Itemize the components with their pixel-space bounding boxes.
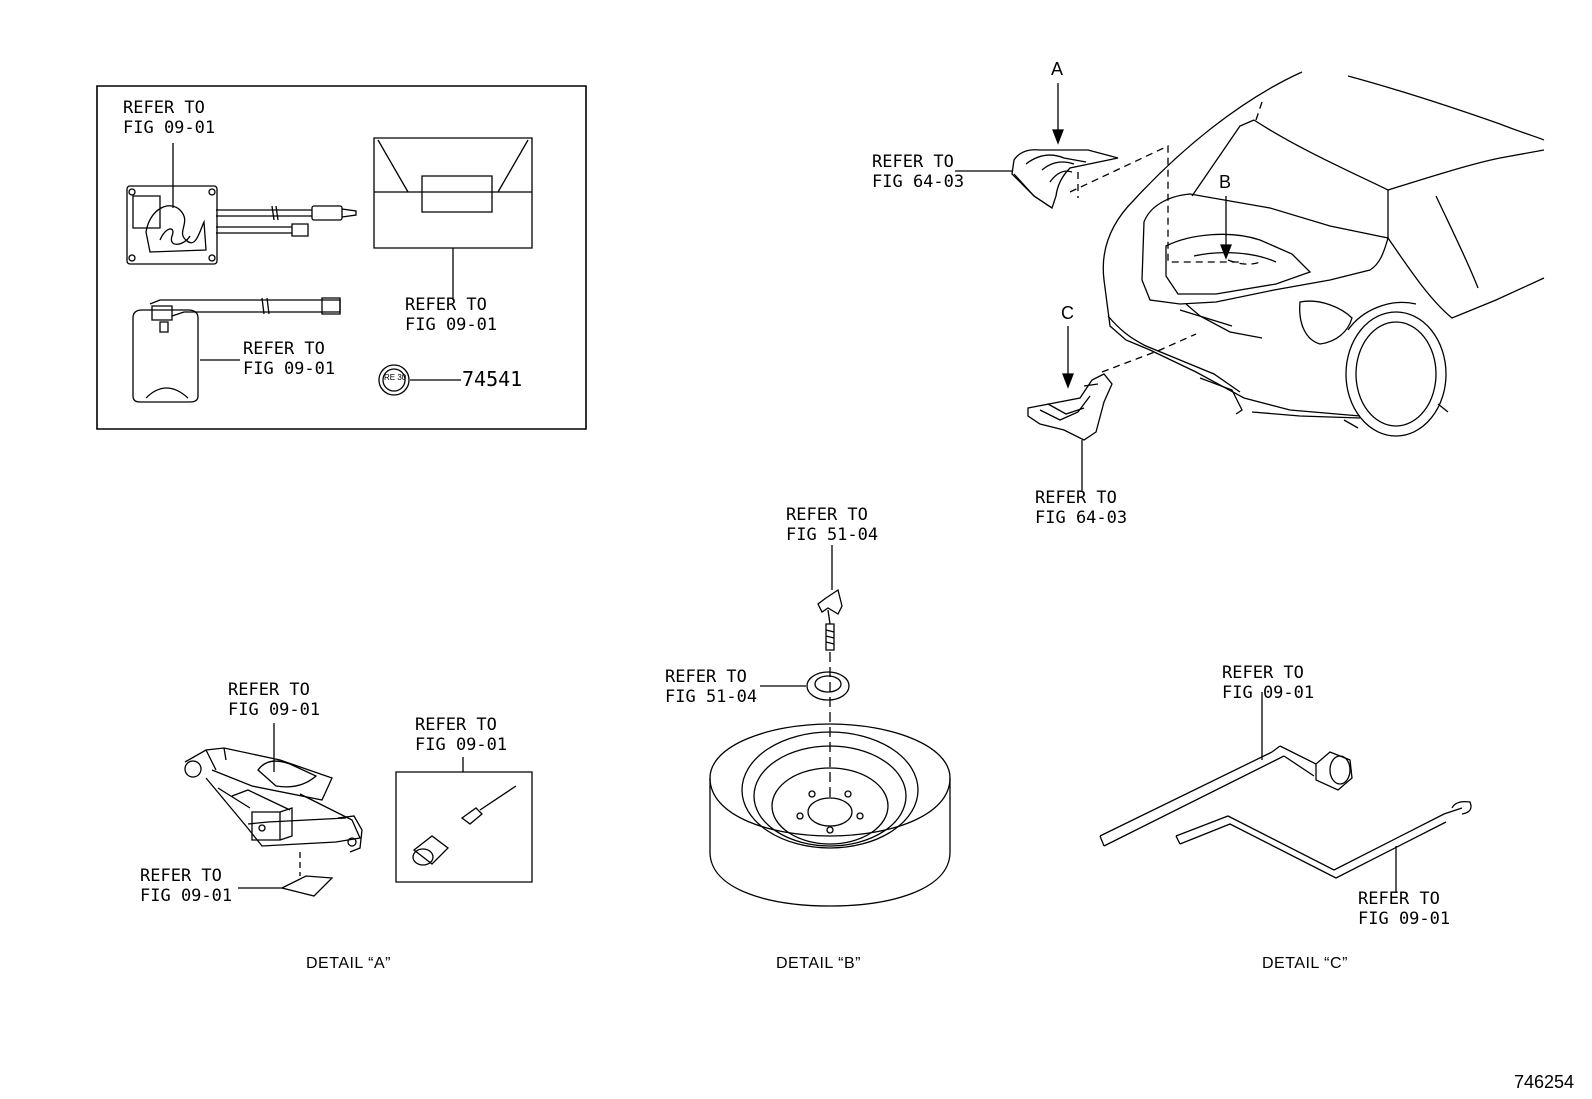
- sticker-part: [379, 365, 409, 395]
- scissor-jack: [185, 748, 362, 852]
- caption-detail-b: DETAIL “B”: [776, 955, 862, 972]
- arrow-head-b: [1221, 245, 1231, 258]
- tool-tray-c: [1028, 374, 1112, 440]
- part-number-label: 74541: [462, 367, 523, 391]
- caption-detail-c: DETAIL “C”: [1262, 955, 1348, 972]
- compressor-unit: [127, 186, 356, 264]
- arrow-head-a: [1053, 130, 1063, 143]
- figure-number: 746254: [1514, 1072, 1575, 1092]
- repair-kit-panel: [97, 86, 586, 429]
- clamp-washer: [807, 672, 849, 700]
- tool-bag: [396, 772, 532, 882]
- repair-kit-frame: [97, 86, 586, 429]
- spare-tire: [710, 724, 950, 906]
- arrow-head-c: [1063, 374, 1073, 387]
- callout-b: B: [1219, 172, 1232, 192]
- caption-detail-a: DETAIL “A”: [306, 955, 392, 972]
- callout-a: A: [1051, 59, 1064, 79]
- jack-pad: [282, 876, 332, 896]
- dashed-guide-lines: [1070, 102, 1262, 372]
- sticker-text: RE 30: [384, 373, 407, 382]
- sealant-bottle: [133, 298, 340, 402]
- kit-case: [374, 138, 532, 248]
- callout-c: C: [1061, 303, 1074, 323]
- lug-wrench: [1100, 746, 1352, 846]
- vehicle-rear-view: [1103, 72, 1544, 436]
- jack-handle-bar: [1176, 802, 1471, 878]
- spare-wheel-clamp-bolt: [818, 590, 842, 650]
- tool-tray-a: [1012, 150, 1118, 208]
